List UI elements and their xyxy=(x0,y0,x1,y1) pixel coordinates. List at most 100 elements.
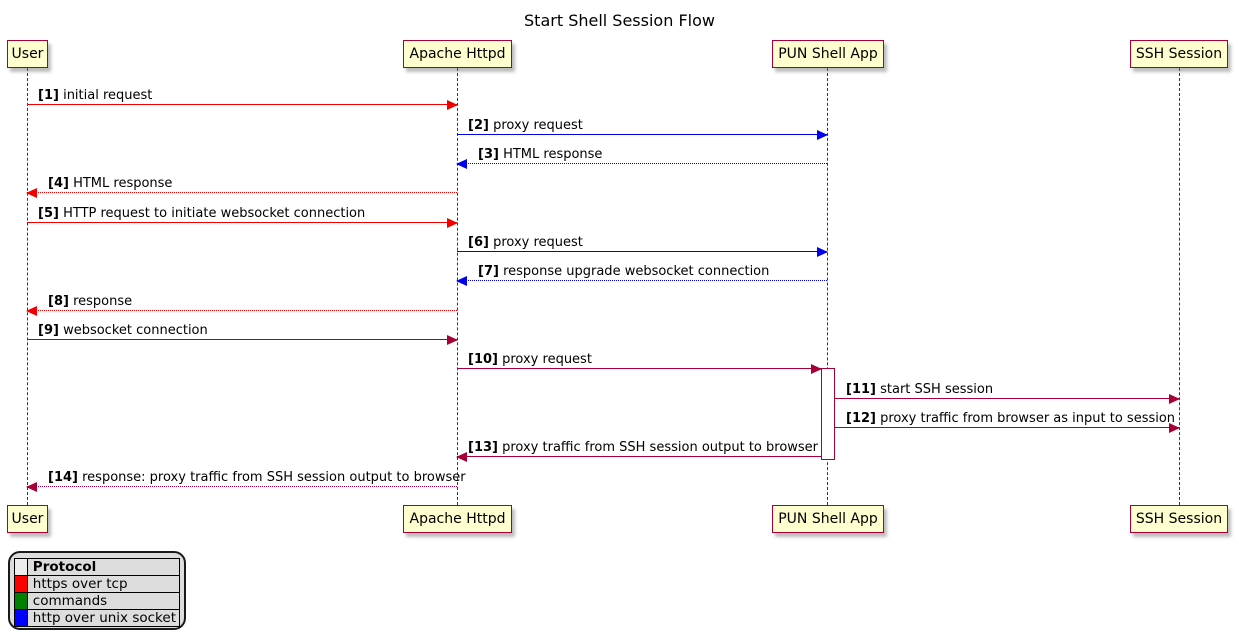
message-line xyxy=(27,310,457,311)
participant-user-bottom: User xyxy=(7,505,48,533)
arrowhead-right-icon xyxy=(811,363,822,374)
legend-row: https over tcp xyxy=(14,575,181,593)
message-label: [8] response xyxy=(48,294,132,309)
message-number: [6] xyxy=(468,235,489,250)
arrowhead-left-icon xyxy=(26,305,37,316)
message-8-response: [8] response xyxy=(26,291,457,316)
message-text: proxy traffic from browser as input to s… xyxy=(880,411,1176,426)
message-number: [14] xyxy=(48,470,78,485)
activation-bar-pun xyxy=(821,368,835,460)
message-line xyxy=(457,134,827,135)
message-2-proxy-request: [2] proxy request xyxy=(457,115,828,140)
arrowhead-left-icon xyxy=(456,275,467,286)
message-10-proxy-request: [10] proxy request xyxy=(457,349,822,374)
legend-label: commands xyxy=(26,592,181,610)
message-text: proxy request xyxy=(493,118,583,133)
participant-user-top: User xyxy=(7,40,48,68)
message-text: HTML response xyxy=(73,176,173,191)
participant-apache-top: Apache Httpd xyxy=(403,40,512,68)
message-label: [1] initial request xyxy=(38,88,152,103)
arrowhead-right-icon xyxy=(1169,422,1180,433)
legend-header-row: Protocol xyxy=(14,558,181,576)
lifeline-apache-httpd xyxy=(457,68,458,505)
message-line xyxy=(27,192,457,193)
message-14-response-proxy-traffic: [14] response: proxy traffic from SSH se… xyxy=(26,467,466,492)
lifeline-pun-shell-app xyxy=(827,68,828,505)
message-text: start SSH session xyxy=(880,382,994,397)
message-11-start-ssh-session: [11] start SSH session xyxy=(835,379,1180,404)
message-text: response: proxy traffic from SSH session… xyxy=(82,470,466,485)
message-3-html-response: [3] HTML response xyxy=(456,144,827,169)
message-label: [7] response upgrade websocket connectio… xyxy=(478,264,769,279)
participant-ssh-bottom: SSH Session xyxy=(1130,505,1228,533)
legend: Protocol https over tcp commands http ov… xyxy=(8,551,186,630)
legend-table: Protocol https over tcp commands http ov… xyxy=(14,558,181,627)
message-label: [12] proxy traffic from browser as input… xyxy=(846,411,1175,426)
arrowhead-right-icon xyxy=(447,334,458,345)
arrowhead-right-icon xyxy=(817,246,828,257)
message-label: [9] websocket connection xyxy=(38,323,208,338)
arrowhead-right-icon xyxy=(447,99,458,110)
message-12-proxy-traffic-input: [12] proxy traffic from browser as input… xyxy=(835,408,1180,433)
legend-row: http over unix socket xyxy=(14,609,181,627)
message-number: [11] xyxy=(846,382,876,397)
message-13-proxy-traffic-output: [13] proxy traffic from SSH session outp… xyxy=(456,437,821,462)
legend-label: https over tcp xyxy=(26,575,181,593)
message-line xyxy=(27,339,457,340)
message-4-html-response: [4] HTML response xyxy=(26,173,457,198)
message-line xyxy=(835,427,1179,428)
message-label: [11] start SSH session xyxy=(846,382,993,397)
legend-swatch-blue xyxy=(14,609,28,627)
lifeline-ssh-session xyxy=(1179,68,1180,505)
arrowhead-left-icon xyxy=(456,158,467,169)
message-line xyxy=(27,222,457,223)
message-text: HTML response xyxy=(503,147,603,162)
message-text: proxy request xyxy=(502,352,592,367)
message-5-http-request-websocket: [5] HTTP request to initiate websocket c… xyxy=(27,203,458,228)
message-text: response upgrade websocket connection xyxy=(503,264,770,279)
message-7-response-upgrade-websocket: [7] response upgrade websocket connectio… xyxy=(456,261,827,286)
message-text: response xyxy=(73,294,133,309)
message-line xyxy=(457,251,827,252)
arrowhead-right-icon xyxy=(447,217,458,228)
message-line xyxy=(457,163,827,164)
message-number: [2] xyxy=(468,118,489,133)
message-label: [13] proxy traffic from SSH session outp… xyxy=(468,440,818,455)
arrowhead-right-icon xyxy=(1169,393,1180,404)
message-number: [3] xyxy=(478,147,499,162)
message-number: [4] xyxy=(48,176,69,191)
message-label: [10] proxy request xyxy=(468,352,592,367)
arrowhead-left-icon xyxy=(26,187,37,198)
message-label: [2] proxy request xyxy=(468,118,583,133)
message-number: [1] xyxy=(38,88,59,103)
legend-swatch-green xyxy=(14,592,28,610)
message-line xyxy=(457,368,821,369)
message-label: [14] response: proxy traffic from SSH se… xyxy=(48,470,466,485)
legend-label: http over unix socket xyxy=(26,609,181,627)
message-line xyxy=(27,104,457,105)
participant-ssh-top: SSH Session xyxy=(1130,40,1228,68)
participant-pun-top: PUN Shell App xyxy=(772,40,884,68)
message-line xyxy=(835,398,1179,399)
message-number: [10] xyxy=(468,352,498,367)
participant-apache-bottom: Apache Httpd xyxy=(403,505,512,533)
arrowhead-left-icon xyxy=(456,451,467,462)
message-label: [4] HTML response xyxy=(48,176,172,191)
message-text: HTTP request to initiate websocket conne… xyxy=(63,206,366,221)
message-number: [5] xyxy=(38,206,59,221)
message-number: [13] xyxy=(468,440,498,455)
message-text: initial request xyxy=(63,88,153,103)
message-1-initial-request: [1] initial request xyxy=(27,85,458,110)
legend-title: Protocol xyxy=(26,558,181,576)
legend-row: commands xyxy=(14,592,181,610)
message-number: [8] xyxy=(48,294,69,309)
message-line xyxy=(457,456,821,457)
message-line xyxy=(27,486,457,487)
lifeline-user xyxy=(27,68,28,505)
arrowhead-left-icon xyxy=(26,481,37,492)
message-line xyxy=(457,280,827,281)
legend-header-swatch xyxy=(14,558,28,576)
legend-swatch-red xyxy=(14,575,28,593)
message-9-websocket-connection: [9] websocket connection xyxy=(27,320,458,345)
